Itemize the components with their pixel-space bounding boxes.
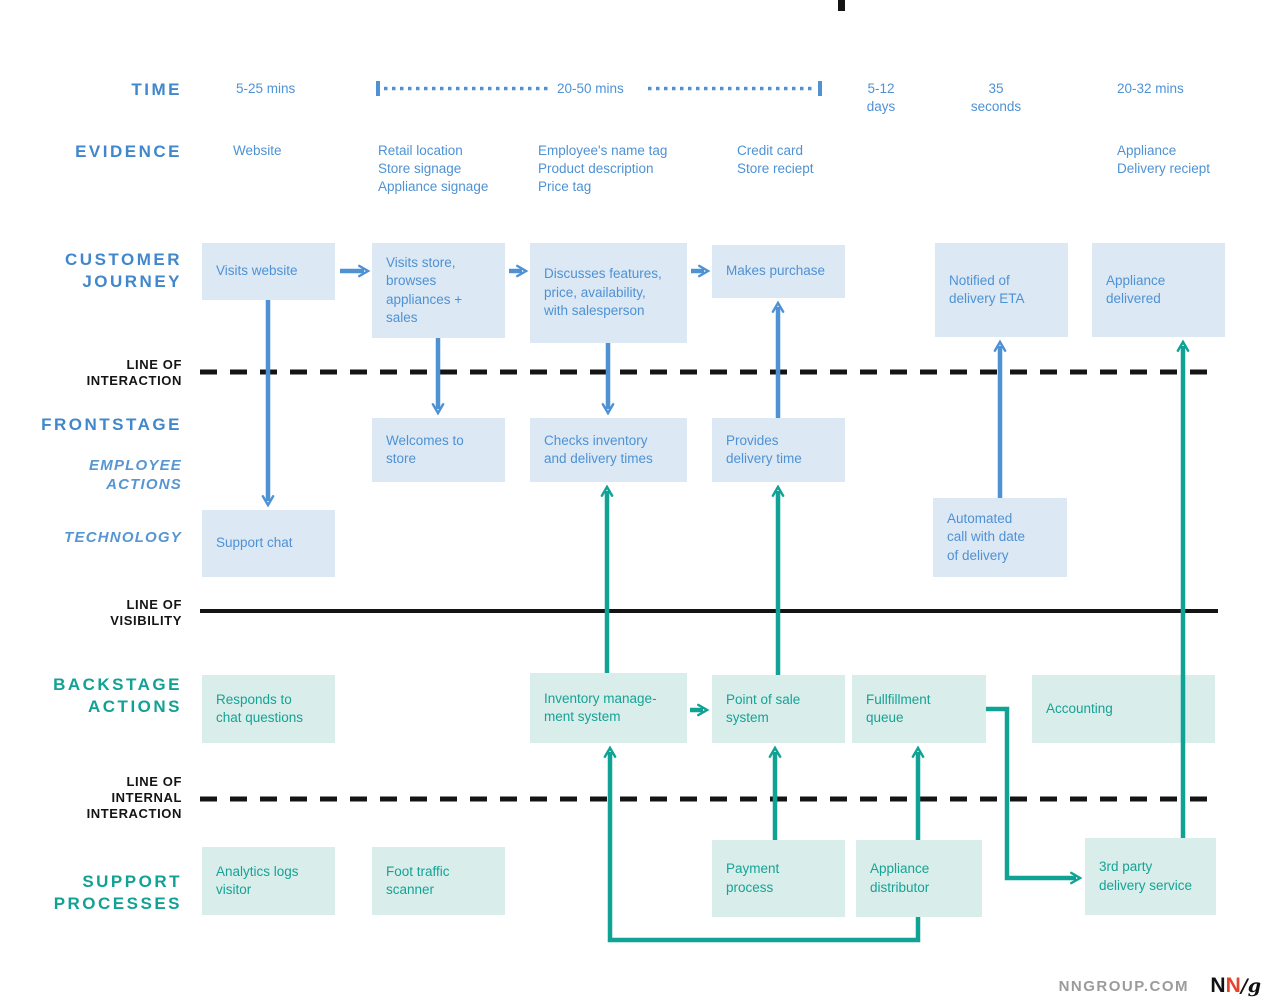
rail-label-employee-actions: EMPLOYEE ACTIONS xyxy=(89,457,182,493)
technology-box-support-chat: Support chat xyxy=(202,510,335,577)
cropped-title-fragment xyxy=(838,0,845,11)
rail-label-line-of-visibility: LINE OF VISIBILITY xyxy=(110,597,182,628)
rail-label-evidence: EVIDENCE xyxy=(75,142,182,161)
nng-logo-n2: N xyxy=(1225,974,1241,997)
backstage-box-pos-system: Point of sale system xyxy=(712,675,845,743)
support-box-third-party-delivery: 3rd party delivery service xyxy=(1085,838,1216,915)
rail-label-time: TIME xyxy=(131,80,182,99)
evidence-employee: Employee's name tag Product description … xyxy=(538,143,668,194)
backstage-box-responds-chat: Responds to chat questions xyxy=(202,675,335,743)
journey-box-visits-website: Visits website xyxy=(202,243,335,300)
support-box-payment: Payment process xyxy=(712,840,845,917)
backstage-box-fullfillment-queue: Fullfillment queue xyxy=(852,675,986,743)
backstage-box-inventory-mgmt: Inventory manage- ment system xyxy=(530,673,687,743)
rail-label-line-of-internal-interaction: LINE OF INTERNAL INTERACTION xyxy=(86,774,182,821)
nng-logo-n1: N xyxy=(1210,974,1226,997)
journey-box-makes-purchase: Makes purchase xyxy=(712,245,845,298)
journey-box-appliance-delivered: Appliance delivered xyxy=(1092,243,1225,337)
rail-label-line-of-interaction: LINE OF INTERACTION xyxy=(86,357,182,388)
rail-label-backstage-actions: BACKSTAGE ACTIONS xyxy=(53,675,182,716)
evidence-appliance: Appliance Delivery reciept xyxy=(1117,143,1211,176)
support-box-appliance-distributor: Appliance distributor xyxy=(856,840,982,917)
rail-label-technology: TECHNOLOGY xyxy=(64,529,182,546)
frontstage-box-checks-inventory: Checks inventory and delivery times xyxy=(530,418,687,482)
nng-logo: NN/g xyxy=(1210,974,1261,998)
rail-label-support-processes: SUPPORT PROCESSES xyxy=(53,872,182,913)
rail-label-frontstage: FRONTSTAGE xyxy=(41,415,182,434)
evidence-website: Website xyxy=(233,143,282,158)
time-value-4: 35 seconds xyxy=(970,81,1022,114)
nng-logo-slash-g: /g xyxy=(1240,975,1261,997)
journey-box-visits-store: Visits store, browses appliances + sales xyxy=(372,243,505,338)
time-value-5: 20-32 mins xyxy=(1117,81,1184,96)
footer-site-url: NNGROUP.COM xyxy=(1058,978,1189,995)
time-value-2: 20-50 mins xyxy=(557,81,624,96)
rail-label-customer-journey: CUSTOMER JOURNEY xyxy=(65,250,182,291)
backstage-box-accounting: Accounting xyxy=(1032,675,1215,743)
time-value-3: 5-12 days xyxy=(866,81,896,114)
evidence-credit-card: Credit card Store reciept xyxy=(737,143,814,176)
journey-box-discusses-features: Discusses features, price, availability,… xyxy=(530,243,687,343)
support-box-foot-traffic: Foot traffic scanner xyxy=(372,847,505,915)
journey-box-notified-eta: Notified of delivery ETA xyxy=(935,243,1068,337)
frontstage-box-provides-delivery-time: Provides delivery time xyxy=(712,418,845,482)
technology-box-automated-call: Automated call with date of delivery xyxy=(933,498,1067,577)
evidence-retail: Retail location Store signage Appliance … xyxy=(378,143,489,194)
time-value-1: 5-25 mins xyxy=(236,81,296,96)
frontstage-box-welcomes: Welcomes to store xyxy=(372,418,505,482)
support-box-analytics: Analytics logs visitor xyxy=(202,847,335,915)
